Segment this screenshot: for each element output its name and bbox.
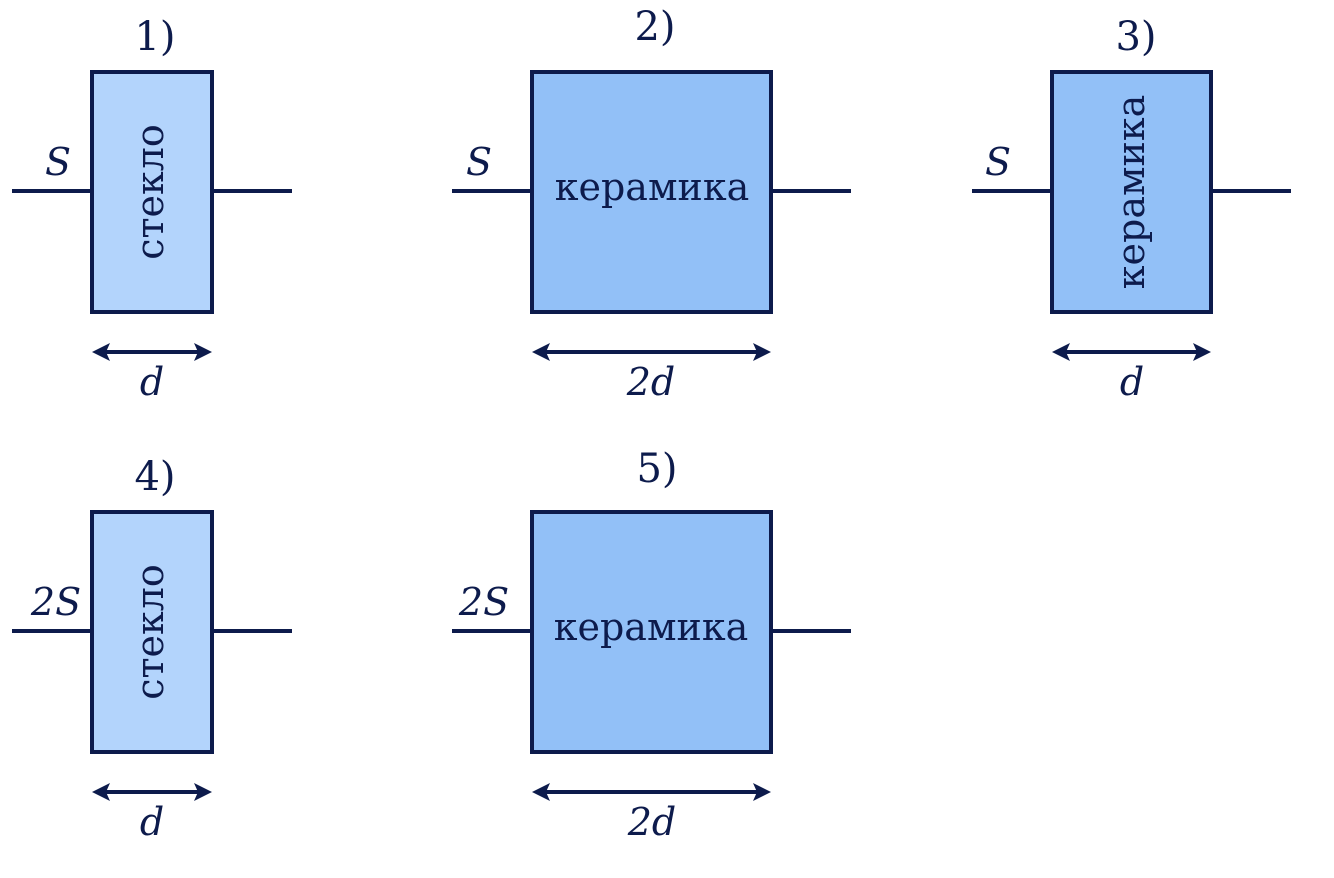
capacitor-2: 2) S керамика 2d [452,4,851,404]
capacitor-number: 5) [636,446,677,492]
capacitor-number: 1) [134,14,175,60]
thickness-label: d [140,360,164,404]
thickness-arrow [92,783,212,801]
capacitor-4: 4) 2S стекло d [12,454,292,844]
dielectric-ceramic [530,70,773,314]
material-label: стекло [128,124,172,260]
thickness-label: 2d [627,800,677,844]
material-label: стекло [128,564,172,700]
area-label: S [45,140,71,184]
area-label: S [466,140,492,184]
thickness-label: d [1120,360,1144,404]
thickness-arrow [92,343,212,361]
area-label: 2S [30,580,81,624]
thickness-arrow [532,783,771,801]
dielectric-glass [90,510,214,754]
dielectric-glass [90,70,214,314]
capacitor-number: 4) [134,454,175,500]
capacitor-5: 5) 2S керамика 2d [452,446,851,844]
area-label: S [985,140,1011,184]
material-label: керамика [1109,95,1153,290]
material-label: керамика [554,605,749,649]
material-label: керамика [555,165,750,209]
capacitor-3: 3) S керамика d [972,14,1291,404]
thickness-arrow [532,343,771,361]
thickness-label: 2d [626,360,676,404]
thickness-label: d [140,800,164,844]
dielectric-ceramic [530,510,773,754]
capacitor-1: 1) S стекло d [12,14,292,404]
capacitor-number: 3) [1115,14,1156,60]
dielectric-ceramic [1050,70,1213,314]
capacitor-number: 2) [634,4,675,50]
area-label: 2S [458,580,509,624]
thickness-arrow [1052,343,1211,361]
